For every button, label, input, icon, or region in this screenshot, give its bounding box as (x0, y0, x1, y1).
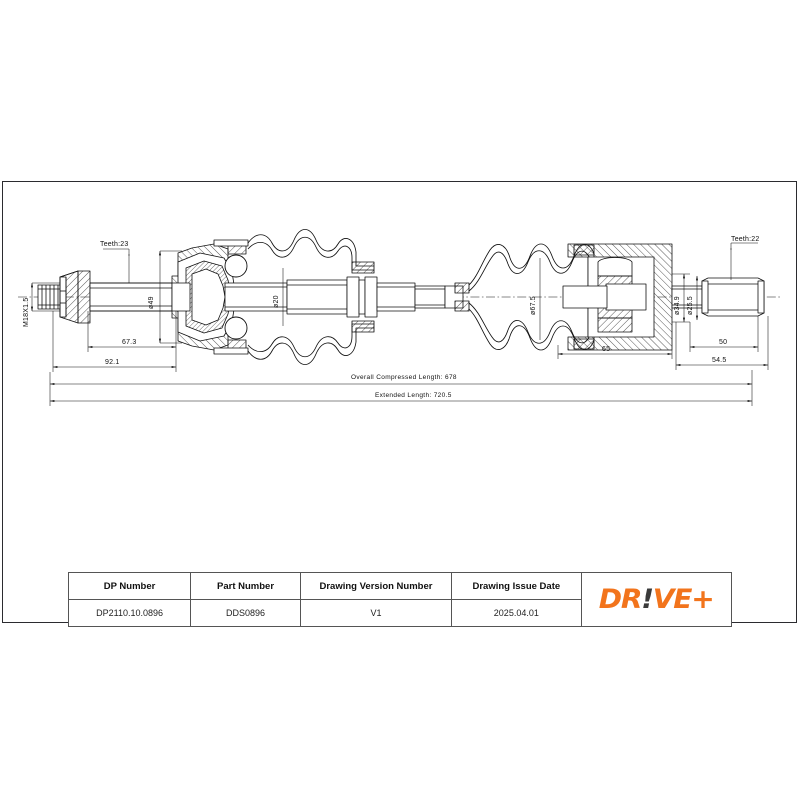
dim-diameter-34-9: ø34.9 (674, 296, 681, 315)
brand-logo-cell: DR!VE+ (580, 572, 733, 627)
dim-diameter-25-5: ø25.5 (687, 296, 694, 315)
header-part-number: Part Number (190, 572, 301, 600)
value-issue-date: 2025.04.01 (451, 599, 582, 627)
extended-length: Extended Length: 720.5 (375, 392, 452, 399)
table-value-row: DP2110.10.0896 DDS0896 V1 2025.04.01 (67, 599, 732, 627)
dim-length-54-5: 54.5 (712, 357, 727, 364)
value-part-number: DDS0896 (190, 599, 301, 627)
logo-part-two: VE+ (652, 584, 715, 615)
dim-teeth-right: Teeth:22 (731, 236, 760, 243)
dim-length-67-3: 67.3 (122, 339, 137, 346)
dim-length-65: 65 (602, 346, 611, 353)
header-issue-date: Drawing Issue Date (451, 572, 582, 600)
dim-length-92-1: 92.1 (105, 359, 120, 366)
value-drawing-version: V1 (299, 599, 453, 627)
dim-diameter-20: ø20 (273, 295, 280, 308)
brand-logo: DR!VE+ (582, 574, 731, 626)
logo-exclamation-icon: ! (641, 584, 654, 615)
logo-part-one: DR (598, 584, 643, 615)
dim-teeth-left: Teeth:23 (100, 241, 129, 248)
overall-compressed-length: Overall Compressed Length: 678 (351, 374, 457, 381)
header-dp-number: DP Number (67, 572, 192, 600)
dim-length-50: 50 (719, 339, 728, 346)
dim-thread-m18: M18X1.5 (23, 297, 30, 327)
value-dp-number: DP2110.10.0896 (67, 599, 192, 627)
title-block-table: DP Number Part Number Drawing Version Nu… (67, 572, 733, 627)
dim-diameter-67-5: ø67.5 (530, 296, 537, 315)
brand-logo-text: DR!VE+ (598, 584, 715, 615)
dim-diameter-49: ø49 (148, 296, 155, 309)
header-drawing-version: Drawing Version Number (299, 572, 453, 600)
table-header-row: DP Number Part Number Drawing Version Nu… (67, 572, 733, 627)
